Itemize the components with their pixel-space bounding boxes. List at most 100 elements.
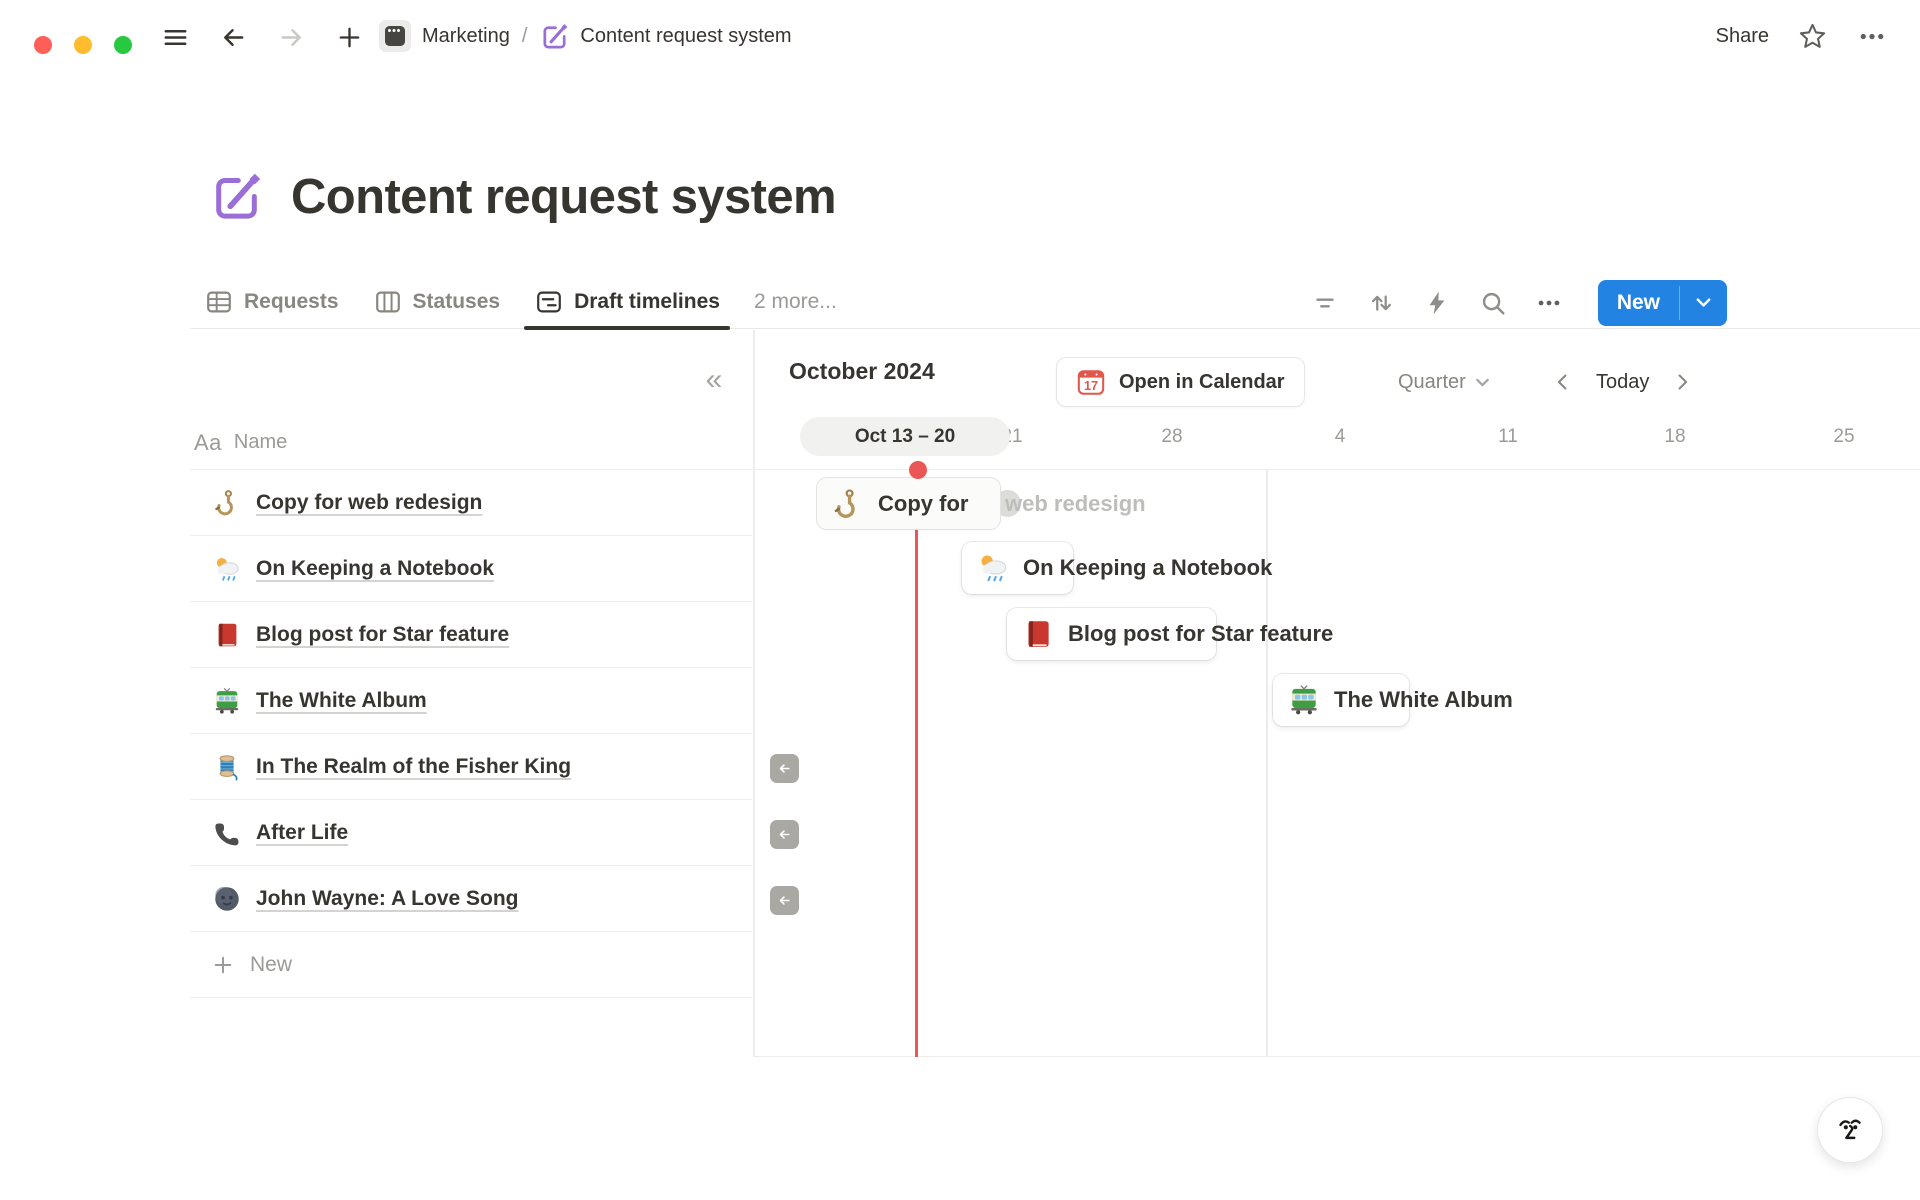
view-options-button[interactable] [1534,288,1564,318]
list-item[interactable]: Copy for web redesign [190,470,752,536]
list-item[interactable]: On Keeping a Notebook [190,536,752,602]
phone-emoji-icon [212,818,242,848]
month-boundary-gridline [1266,470,1268,1057]
chevron-down-icon [1473,373,1492,392]
breadcrumb-workspace-label: Marketing [422,24,510,47]
star-icon [1797,21,1828,52]
filter-button[interactable] [1310,288,1340,318]
tab-requests[interactable]: Requests [190,276,353,328]
sun-rain-cloud-emoji-icon [212,554,242,584]
new-row-button[interactable]: New [190,932,752,998]
automations-button[interactable] [1422,288,1452,318]
name-column-label: Name [233,431,288,453]
list-item[interactable]: After Life [190,800,752,866]
sort-icon [1366,288,1396,318]
date-tick: 25 [1833,426,1855,447]
next-period-button[interactable] [1669,369,1695,395]
sidebar-toggle-button[interactable] [158,20,192,54]
plus-icon [210,952,236,978]
tab-more-views[interactable]: 2 more... [740,276,851,328]
chevron-left-icon [1550,369,1576,395]
hook-emoji-icon [831,487,865,521]
timeline-view-icon [534,287,564,317]
window-titlebar: Marketing / Content request system Share [0,0,1920,72]
forward-button[interactable] [274,20,308,54]
new-dropdown-button[interactable] [1680,280,1727,326]
breadcrumb-page-label: Content request system [580,24,792,47]
sort-button[interactable] [1366,288,1396,318]
breadcrumb-workspace[interactable]: Marketing [378,19,510,53]
thread-emoji-icon [212,752,242,782]
hook-emoji-icon [212,488,242,518]
new-page-button[interactable] [332,20,366,54]
date-tick: 28 [1161,426,1183,447]
today-button[interactable]: Today [1596,370,1650,393]
timeline-nav: Today [1550,364,1695,400]
tram-emoji-icon [212,686,242,716]
panel-divider[interactable] [753,330,755,1057]
current-week-range-pill[interactable]: Oct 13 – 20 [800,417,1010,456]
zoom-window-button[interactable] [114,36,132,54]
page-edit-icon[interactable] [208,168,265,225]
ellipsis-icon [1855,21,1889,52]
sun-rain-cloud-emoji-icon [976,551,1010,585]
more-options-button[interactable] [1855,19,1889,53]
date-header-border [754,469,1920,470]
list-item[interactable]: John Wayne: A Love Song [190,866,752,932]
scroll-to-item-left-button[interactable] [770,820,799,849]
marketing-page-icon [378,19,412,53]
today-line [915,470,918,1057]
table-view-icon [204,287,234,317]
timeline-card[interactable]: Copy for [817,478,1000,529]
new-button[interactable]: New [1598,280,1679,326]
red-book-emoji-icon [1021,617,1055,651]
notion-face-icon [1832,1112,1868,1148]
new-button-group: New [1597,279,1727,326]
list-item[interactable]: In The Realm of the Fisher King [190,734,752,800]
timeline-card[interactable]: On Keeping a Notebook [962,542,1272,594]
timeline-zoom-select[interactable]: Quarter [1398,364,1492,400]
share-button[interactable]: Share [1715,24,1769,47]
search-button[interactable] [1478,288,1508,318]
previous-period-button[interactable] [1550,369,1576,395]
back-button[interactable] [216,20,250,54]
list-item[interactable]: Blog post for Star feature [190,602,752,668]
scroll-to-item-left-button[interactable] [770,886,799,915]
chevron-down-icon [1693,292,1714,313]
notion-ai-help-button[interactable] [1818,1098,1882,1162]
timeline-bottom-border [754,1056,1920,1057]
search-icon [1478,288,1508,318]
breadcrumb-page[interactable]: Content request system [539,21,792,52]
timeline-month-label: October 2024 [789,358,935,384]
timeline-board: « Aa Name Copy for web redesign On Keepi… [0,330,1920,1057]
calendar-17-icon [1076,367,1106,397]
list-item[interactable]: The White Album [190,668,752,734]
filter-icon [1310,288,1340,318]
traffic-lights [34,36,132,54]
today-marker-dot [909,461,927,479]
arrow-left-icon [776,826,793,843]
tab-statuses[interactable]: Statuses [359,276,515,328]
tram-emoji-icon [1287,683,1321,717]
open-in-calendar-button[interactable]: Open in Calendar [1056,357,1305,407]
close-window-button[interactable] [34,36,52,54]
favorite-star-button[interactable] [1795,19,1829,53]
board-view-icon [373,287,403,317]
scroll-to-item-left-button[interactable] [770,754,799,783]
ellipsis-icon [1534,288,1564,318]
minimize-window-button[interactable] [74,36,92,54]
breadcrumb-separator: / [521,24,528,47]
date-tick: 18 [1664,426,1686,447]
page-title[interactable]: Content request system [291,169,837,224]
timeline-pane: October 2024 Open in Calendar Quarter To… [754,330,1920,1057]
collapse-table-button[interactable]: « [694,360,734,400]
timeline-card[interactable]: The White Album [1273,674,1513,726]
timeline-bar-overflow-ghost: web redesign [1005,490,1146,516]
chevron-right-icon [1669,369,1695,395]
name-column-header[interactable]: Aa Name [190,416,752,470]
table-panel: Aa Name Copy for web redesign On Keeping… [190,330,754,1057]
tab-draft-timelines[interactable]: Draft timelines [520,276,734,330]
date-tick: 4 [1334,426,1346,447]
timeline-card[interactable]: Blog post for Star feature [1007,608,1333,660]
